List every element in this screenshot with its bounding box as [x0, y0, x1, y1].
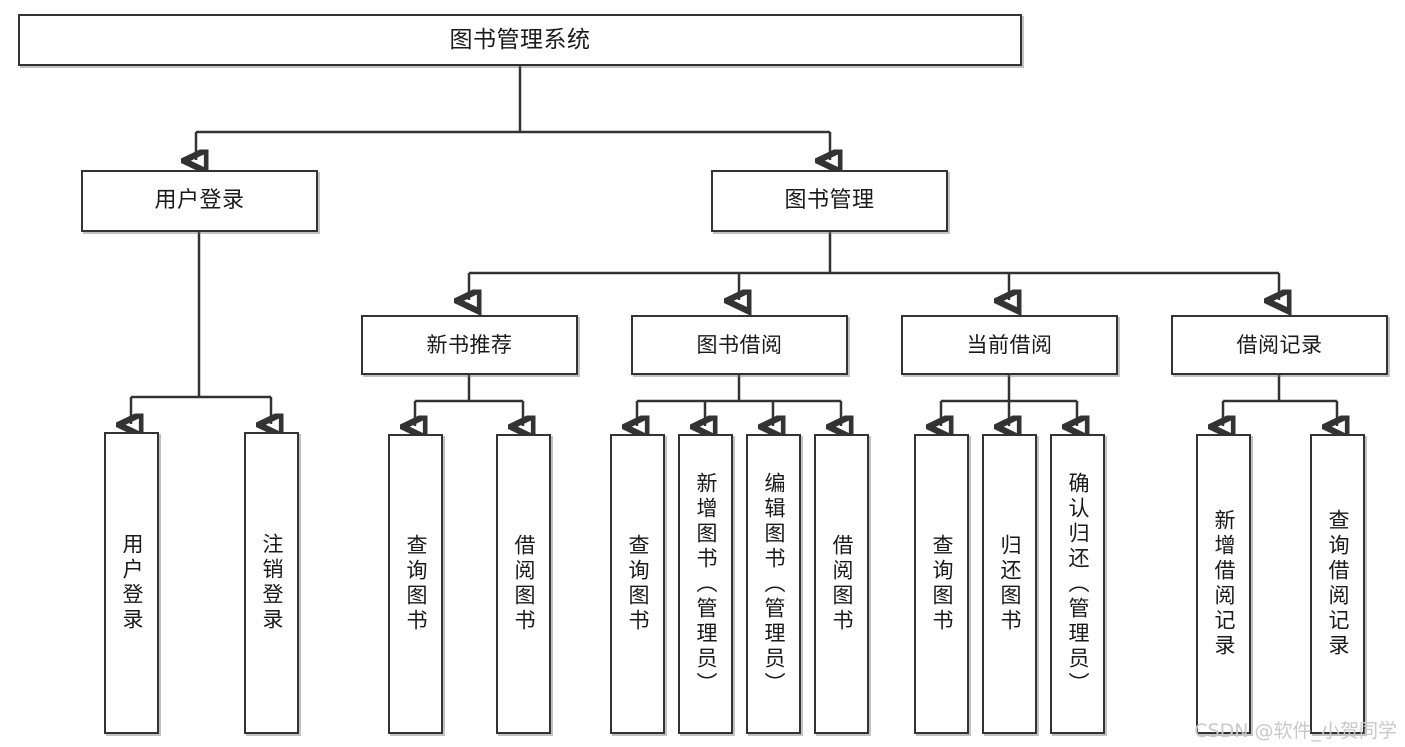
node-label: 图书借阅 [696, 332, 783, 357]
node-label: 确认归还（管理员） [1066, 471, 1090, 697]
node-label: 借阅图书 [830, 534, 854, 634]
leaf-user-login[interactable]: 用户登录 [104, 432, 159, 734]
node-label: 查询借阅记录 [1326, 509, 1350, 659]
node-label: 图书管理系统 [449, 26, 591, 53]
node-label: 编辑图书（管理员） [762, 471, 786, 697]
node-label: 借阅记录 [1236, 332, 1323, 357]
node-label: 查询图书 [930, 534, 954, 634]
leaf-edit-book-admin[interactable]: 编辑图书（管理员） [746, 434, 801, 734]
watermark: CSDN @软件_小贺同学 [1194, 720, 1397, 742]
node-label: 新增借阅记录 [1212, 509, 1236, 659]
leaf-query-book-recommendation[interactable]: 查询图书 [388, 434, 443, 734]
node-label: 新书推荐 [426, 332, 513, 357]
node-label: 归还图书 [998, 534, 1022, 634]
node-label: 借阅图书 [512, 534, 536, 634]
node-label: 用户登录 [154, 188, 245, 214]
node-label: 注销登录 [260, 533, 284, 633]
node-label: 图书管理 [784, 188, 875, 214]
leaf-return-book[interactable]: 归还图书 [982, 434, 1037, 734]
node-root-book-management-system[interactable]: 图书管理系统 [18, 14, 1022, 66]
node-book-borrowing[interactable]: 图书借阅 [631, 315, 848, 375]
node-label: 当前借阅 [966, 332, 1053, 357]
leaf-query-book-current[interactable]: 查询图书 [914, 434, 969, 734]
leaf-logout[interactable]: 注销登录 [244, 432, 299, 734]
node-current-borrowing[interactable]: 当前借阅 [901, 315, 1118, 375]
node-label: 查询图书 [626, 534, 650, 634]
leaf-borrow-book-recommendation[interactable]: 借阅图书 [496, 434, 551, 734]
leaf-confirm-return-admin[interactable]: 确认归还（管理员） [1050, 434, 1105, 734]
node-new-book-recommendation[interactable]: 新书推荐 [361, 315, 578, 375]
node-user-login[interactable]: 用户登录 [81, 170, 318, 232]
node-label: 用户登录 [120, 533, 144, 633]
node-label: 查询图书 [404, 534, 428, 634]
leaf-query-book-borrowing[interactable]: 查询图书 [610, 434, 665, 734]
leaf-query-borrowing-record[interactable]: 查询借阅记录 [1310, 434, 1365, 734]
leaf-add-borrowing-record[interactable]: 新增借阅记录 [1196, 434, 1251, 734]
node-book-management[interactable]: 图书管理 [711, 170, 948, 232]
node-label: 新增图书（管理员） [694, 471, 718, 697]
leaf-borrow-book-borrowing[interactable]: 借阅图书 [814, 434, 869, 734]
node-borrowing-records[interactable]: 借阅记录 [1171, 315, 1388, 375]
leaf-add-book-admin[interactable]: 新增图书（管理员） [678, 434, 733, 734]
